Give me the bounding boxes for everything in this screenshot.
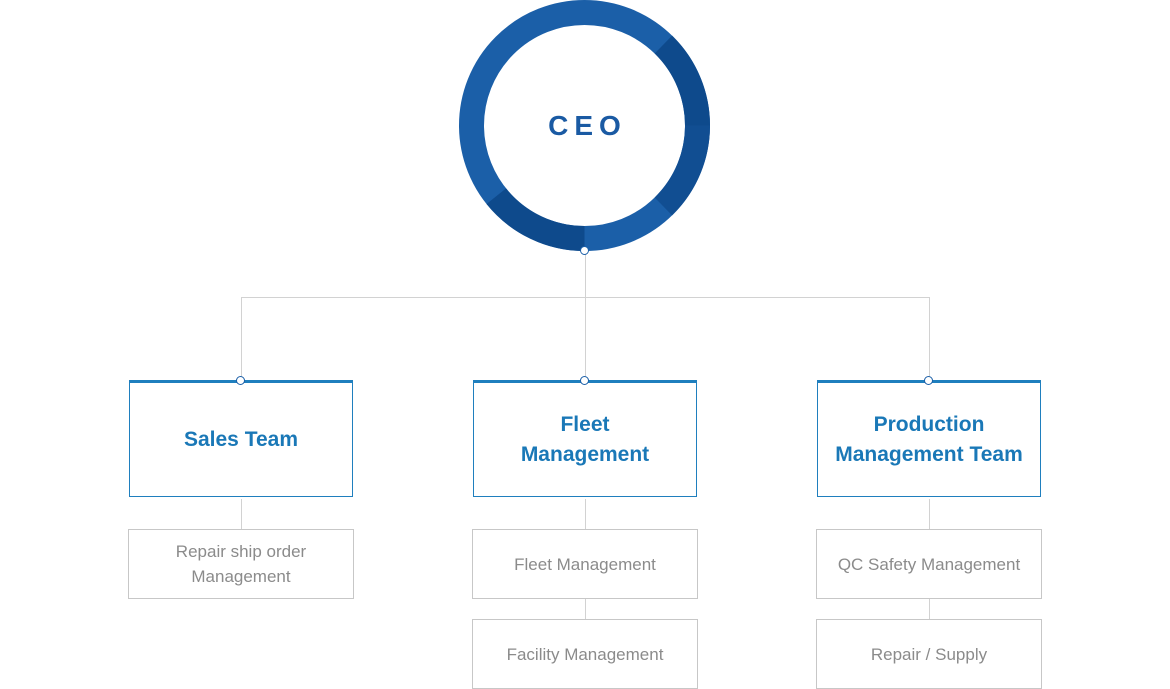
sub-label: Repair / Supply [870,644,988,664]
sub-box-fleet-management: Fleet Management [472,529,698,599]
team-box-production: Production Management Team [817,380,1041,497]
connector-sales-sub [241,499,242,530]
ceo-node: CEO [459,0,710,251]
connector-dot-production [924,376,933,385]
team-label: Production Management Team [835,412,1023,466]
sub-label: QC Safety Management [837,554,1021,574]
team-label: Fleet Management [520,412,650,466]
sub-label: Repair ship order Management [175,542,307,586]
ceo-ring-graphic [459,0,710,251]
sub-box-repair-supply: Repair / Supply [816,619,1042,689]
connector-sales [241,297,242,381]
connector-production [929,297,930,381]
team-label: Sales Team [183,427,298,451]
connector-horizontal [241,297,930,298]
connector-ceo-down [585,252,586,381]
connector-dot-ceo [580,246,589,255]
team-box-fleet: Fleet Management [473,380,697,497]
team-box-sales: Sales Team [129,380,353,497]
sub-box-facility-management: Facility Management [472,619,698,689]
sub-label: Facility Management [506,644,664,664]
connector-dot-sales [236,376,245,385]
connector-dot-fleet [580,376,589,385]
sub-box-repair-ship-order: Repair ship order Management [128,529,354,599]
sub-box-qc-safety: QC Safety Management [816,529,1042,599]
ceo-label: CEO [548,109,627,141]
sub-label: Fleet Management [514,554,656,574]
